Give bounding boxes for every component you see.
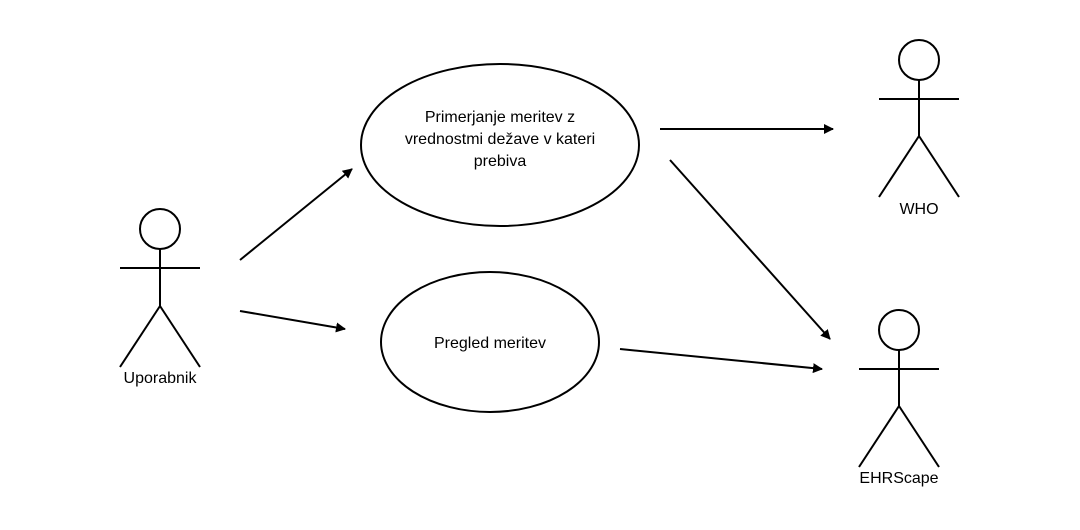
actor-who: WHO bbox=[878, 39, 960, 218]
use-case-primerjanje-ellipse bbox=[360, 63, 640, 227]
actor-uporabnik: Uporabnik bbox=[119, 208, 201, 387]
actor-uporabnik-left-leg bbox=[119, 305, 161, 368]
actor-who-left-leg bbox=[878, 135, 920, 198]
use-case-primerjanje-line-3: prebiva bbox=[474, 153, 527, 170]
use-case-pregled: Pregled meritev bbox=[380, 271, 600, 413]
arrow-primerjanje-to-ehrscape bbox=[669, 159, 831, 340]
arrow-uporabnik-to-pregled bbox=[239, 310, 346, 333]
actor-who-head bbox=[898, 39, 940, 81]
actor-uporabnik-right-leg bbox=[159, 305, 201, 368]
actor-ehrscape: EHRScape bbox=[858, 309, 940, 487]
use-case-primerjanje-line-2: vrednostmi dežave v kateri bbox=[405, 131, 595, 148]
actor-uporabnik-head bbox=[139, 208, 181, 250]
actor-ehrscape-label: EHRScape bbox=[859, 470, 938, 487]
use-case-pregled-line-1: Pregled meritev bbox=[434, 335, 546, 352]
use-case-primerjanje-line-1: Primerjanje meritev z bbox=[425, 109, 575, 126]
actor-ehrscape-head bbox=[878, 309, 920, 351]
arrow-pregled-to-ehrscape bbox=[619, 348, 823, 374]
actor-ehrscape-left-leg bbox=[858, 405, 900, 468]
use-case-pregled-ellipse bbox=[380, 271, 600, 413]
actor-who-right-leg bbox=[918, 135, 960, 198]
arrow-uporabnik-to-primerjanje bbox=[239, 168, 353, 261]
actor-who-label: WHO bbox=[899, 201, 938, 218]
actor-uporabnik-label: Uporabnik bbox=[124, 370, 198, 387]
actor-ehrscape-right-leg bbox=[898, 405, 940, 468]
use-case-primerjanje: Primerjanje meritev z vrednostmi dežave … bbox=[360, 63, 640, 227]
